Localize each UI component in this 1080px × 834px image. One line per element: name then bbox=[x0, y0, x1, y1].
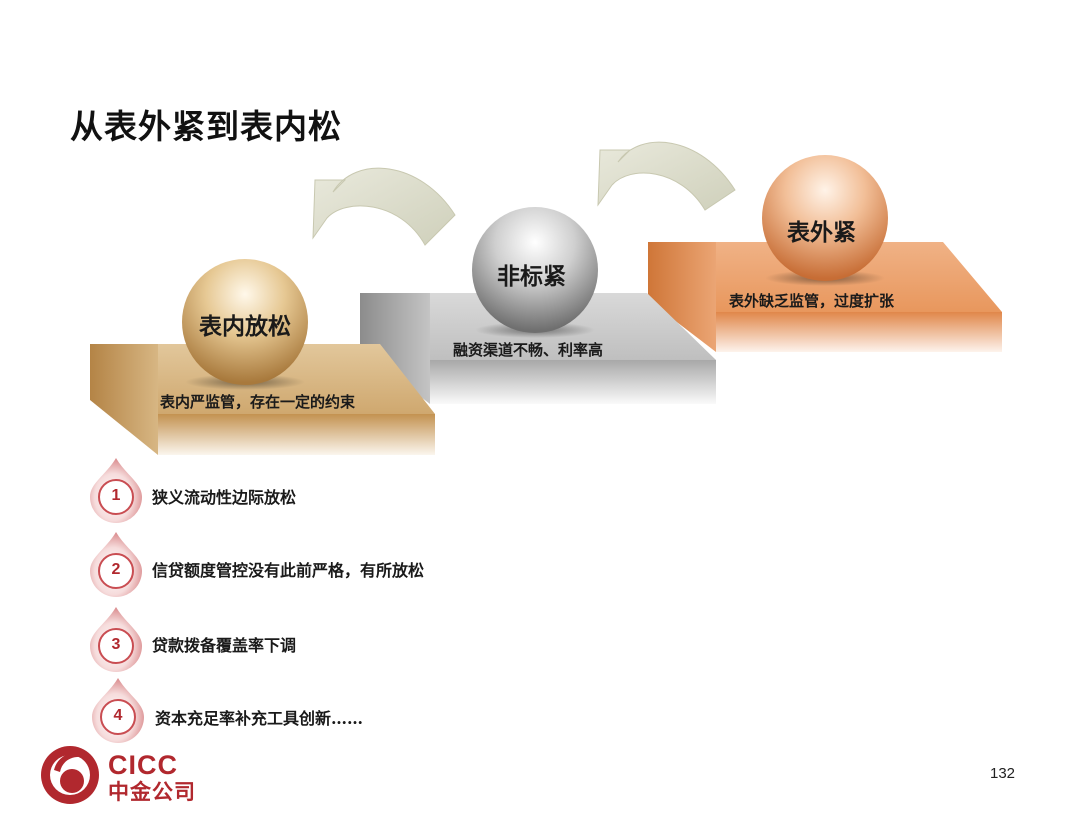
step-caption-1: 表内严监管，存在一定的约束 bbox=[160, 393, 356, 411]
bullet-drop-1 bbox=[90, 458, 142, 523]
point-text-3: 贷款拨备覆盖率下调 bbox=[152, 636, 297, 655]
ball-off-balance-tight bbox=[762, 155, 888, 281]
ball-label-2: 非标紧 bbox=[497, 263, 566, 290]
logo-name-en: CICC bbox=[108, 750, 178, 780]
bullet-drop-4 bbox=[92, 678, 144, 743]
bullet-number-2: 2 bbox=[111, 561, 121, 578]
point-text-4: 资本充足率补充工具创新…… bbox=[155, 709, 364, 728]
step-caption-2: 融资渠道不畅、利率高 bbox=[453, 341, 604, 359]
arrow-middle-to-left bbox=[312, 167, 456, 246]
bullet-drop-3 bbox=[90, 607, 142, 672]
arrow-right-to-middle bbox=[597, 141, 736, 211]
bullet-number-1: 1 bbox=[111, 487, 121, 504]
bullet-number-3: 3 bbox=[111, 636, 121, 653]
ball-non-standard-tight bbox=[472, 207, 598, 333]
bullet-number-4: 4 bbox=[113, 707, 123, 724]
point-text-1: 狭义流动性边际放松 bbox=[152, 488, 297, 507]
point-text-2: 信贷额度管控没有此前严格，有所放松 bbox=[152, 561, 425, 580]
cicc-logo-icon bbox=[41, 746, 99, 804]
logo-name-cn: 中金公司 bbox=[108, 780, 196, 804]
slide-title: 从表外紧到表内松 bbox=[70, 107, 342, 146]
step-caption-3: 表外缺乏监管，过度扩张 bbox=[729, 292, 895, 310]
ball-label-1: 表内放松 bbox=[199, 313, 291, 340]
bullet-drop-2 bbox=[90, 532, 142, 597]
page-number: 132 bbox=[990, 765, 1016, 782]
ball-label-3: 表外紧 bbox=[787, 219, 856, 246]
ball-loosen-on-balance bbox=[182, 259, 308, 385]
